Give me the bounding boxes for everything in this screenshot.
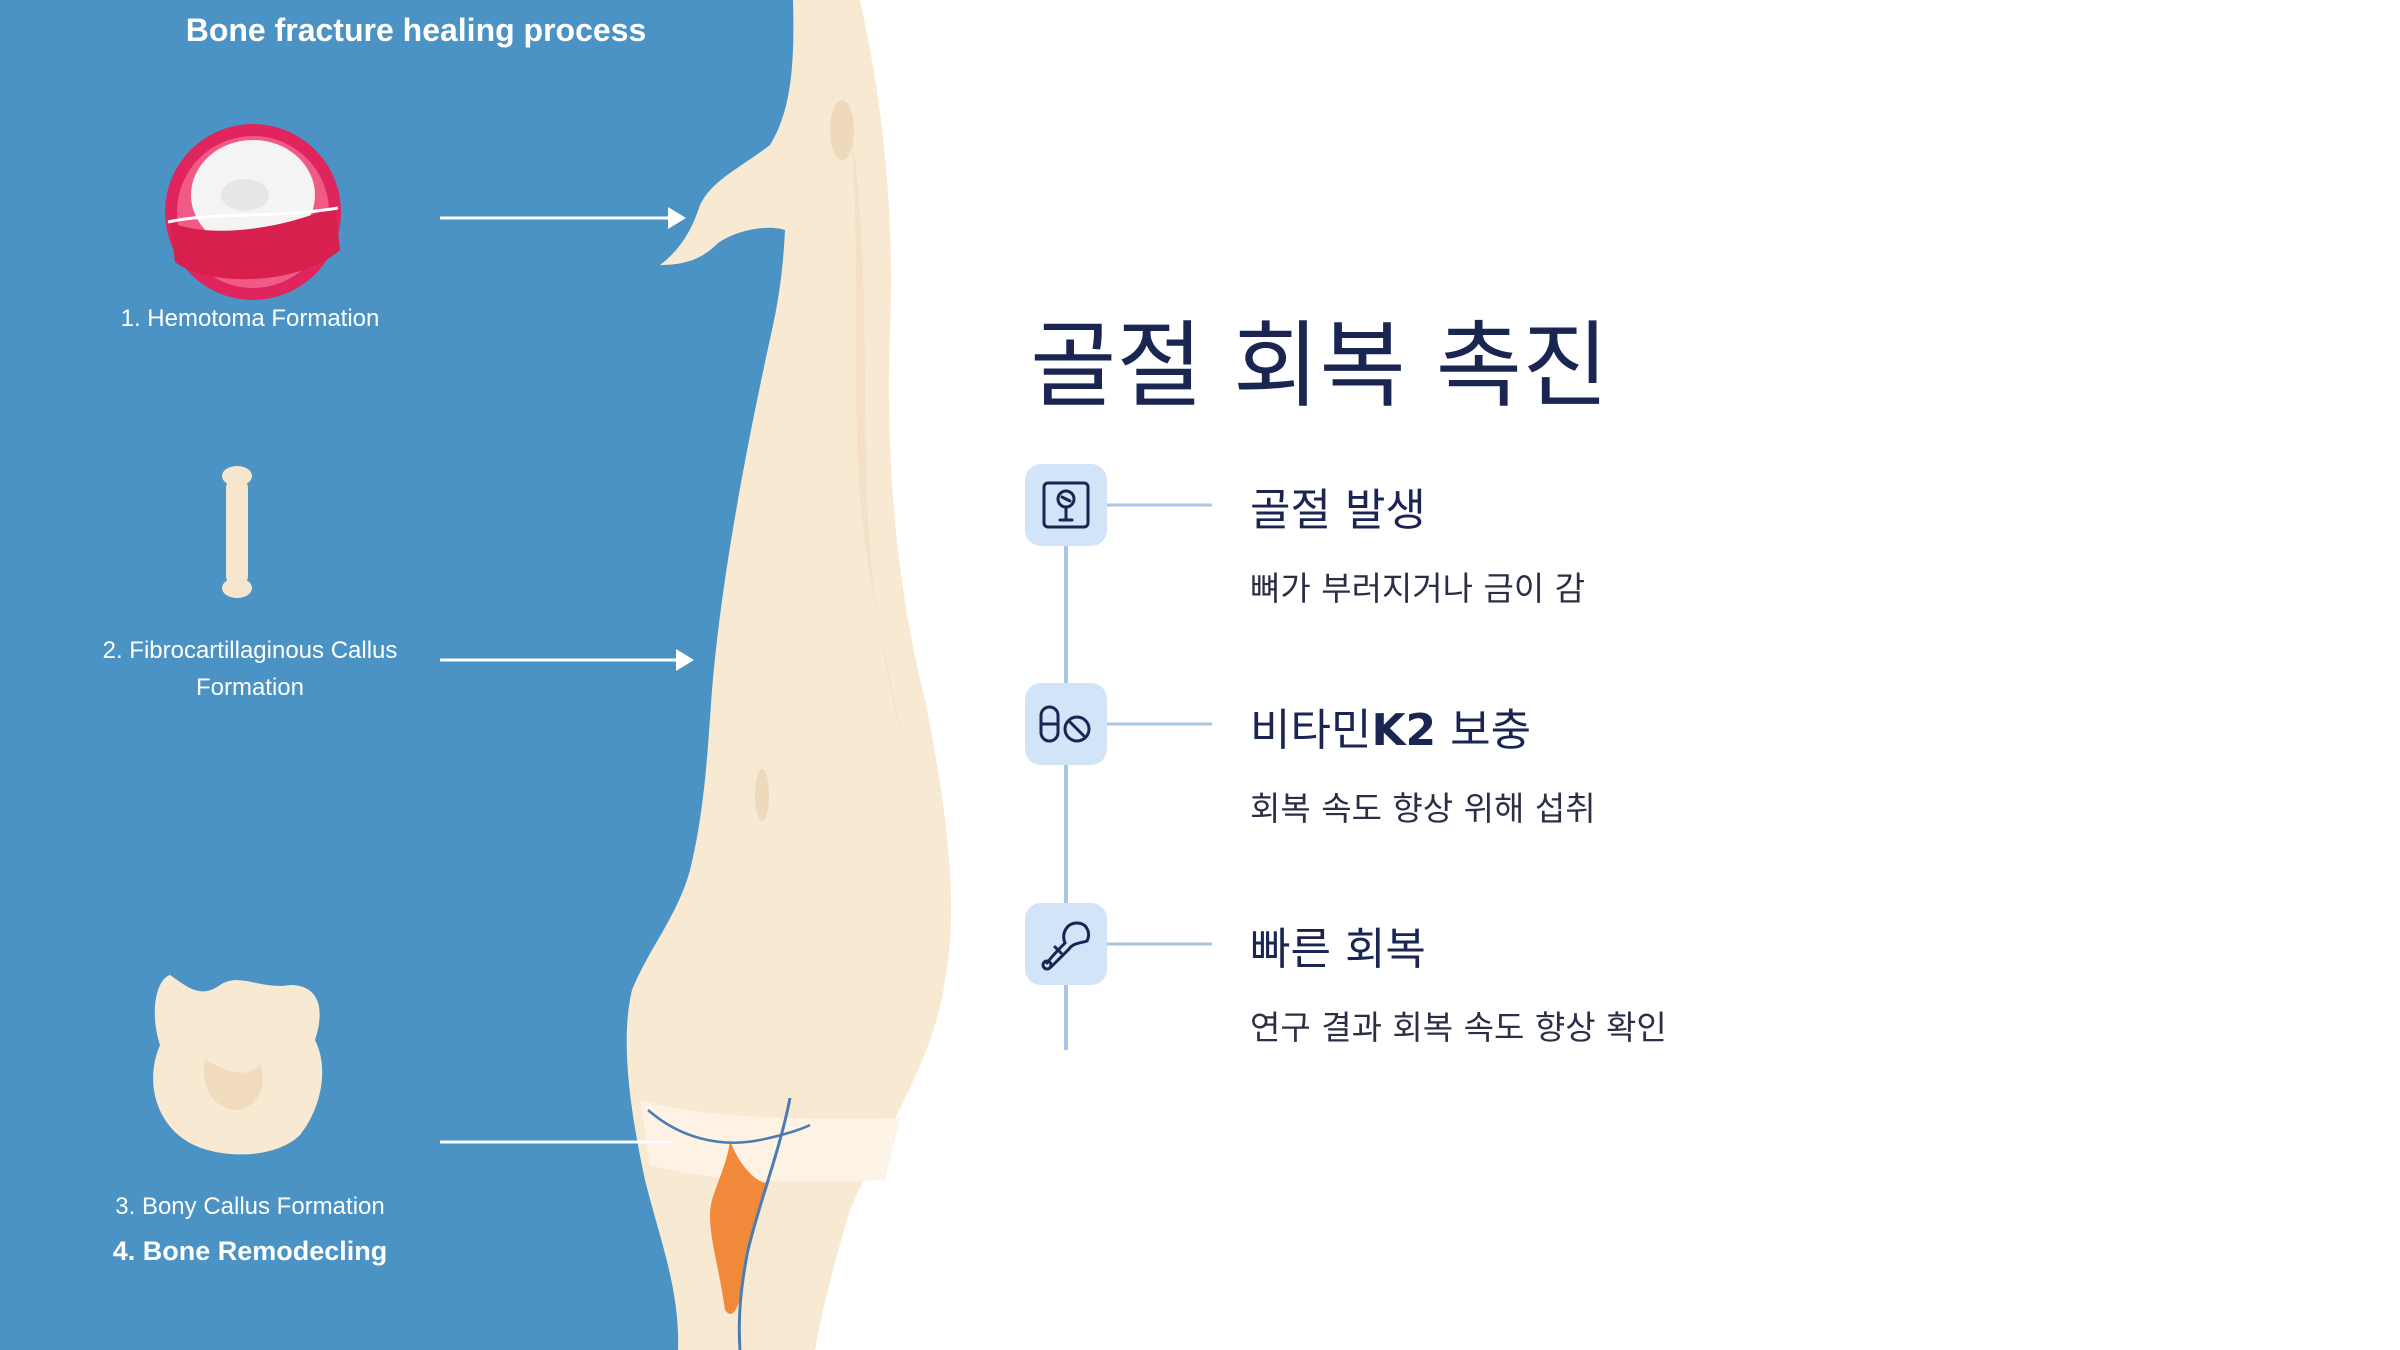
large-bone-illustration: [626, 0, 952, 1350]
arrow-head-icon: [676, 649, 694, 671]
step-title-vitamin-k2: 비타민K2 보충: [1250, 694, 1531, 758]
bone-xray-icon: [1025, 464, 1107, 546]
step-description-fracture: 뼈가 부러지거나 금이 감: [1250, 569, 1586, 608]
arrow-head-icon: [668, 207, 686, 229]
fracture-band: [640, 1100, 900, 1182]
stage-label-hematoma: 1. Hemotoma Formation: [120, 305, 380, 332]
step-title-fracture: 골절 발생: [1250, 485, 1426, 536]
step-title-prefix: 비타민: [1250, 705, 1372, 756]
healing-bone-icon: [1025, 903, 1107, 985]
stage-label-bony-callus: 3. Bony Callus Formation: [115, 1193, 385, 1220]
small-bone-icon: [222, 466, 252, 598]
step-title-suffix: 보충: [1436, 705, 1532, 756]
step-title-k2: K2: [1371, 705, 1437, 756]
callus-orange: [709, 1140, 770, 1314]
step-description-fast-recovery: 연구 결과 회복 속도 향상 확인: [1250, 1008, 1667, 1047]
bone-spot: [755, 769, 769, 821]
stage-label-fibrocartilaginous: 2. Fibrocartillaginous Callus Formation: [102, 637, 398, 701]
stage-label-remodeling: 4. Bone Remodecling: [112, 1236, 388, 1266]
bony-callus-icon: [153, 975, 323, 1155]
bone-spot: [830, 100, 854, 160]
page-title: 골절 회복 촉진: [1030, 312, 1609, 421]
bone-shading: [850, 120, 905, 750]
step-title-fast-recovery: 빠른 회복: [1250, 924, 1426, 975]
hematoma-icon: [165, 124, 341, 300]
blood-vessel: [737, 1097, 792, 1350]
blood-vessel: [647, 1109, 811, 1144]
panel-title: Bone fracture healing process: [185, 12, 647, 48]
step-description-vitamin-k2: 회복 속도 향상 위해 섭취: [1250, 789, 1596, 828]
pill-capsule-icon: [1025, 683, 1107, 765]
